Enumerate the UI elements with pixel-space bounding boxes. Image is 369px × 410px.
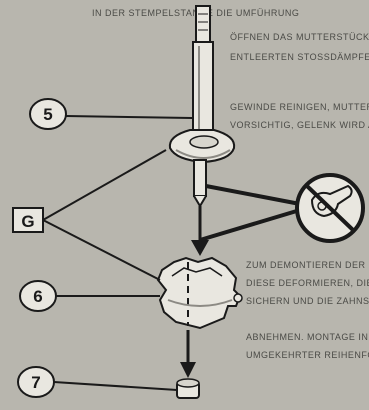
- bushing: [176, 378, 200, 399]
- bg-text-line: ENTLEERTEN STOSSDÄMPFER ABSCHRAUBEN: [230, 52, 369, 62]
- callout-6: 6: [19, 280, 160, 312]
- callout-5: 5: [29, 98, 193, 130]
- prohibition-leaders: [199, 184, 301, 242]
- callout-g-label: G: [21, 212, 34, 231]
- assembly-arrow-down: [191, 206, 209, 256]
- prohibited-tool-icon: [295, 173, 365, 243]
- assembly-arrow-down-lower: [180, 330, 196, 378]
- bg-text-line: ZUM DEMONTIEREN DER KOLBENSTANGE: [246, 260, 369, 270]
- bg-text-line: ÖFFNEN DAS MUTTERSTÜCK MIT DEM: [230, 32, 369, 42]
- bearing-collar: [168, 129, 236, 164]
- callout-g: G: [12, 149, 167, 281]
- piston-rod: [192, 5, 214, 135]
- bg-text-line: UMGEKEHRTER REIHENFOLGE.: [246, 350, 369, 360]
- bg-text-line: GEWINDE REINIGEN, MUTTER PRÜFEN,: [230, 102, 369, 112]
- callout-5-label: 5: [43, 105, 52, 124]
- bg-text-line: DIESE DEFORMIEREN, DIE MUTTER: [246, 278, 369, 288]
- absorber-nut: [156, 256, 243, 330]
- callout-6-label: 6: [33, 287, 42, 306]
- callout-7-label: 7: [31, 373, 40, 392]
- lower-rod: [193, 159, 207, 208]
- callout-7: 7: [17, 366, 178, 398]
- bg-text-line: SICHERN UND DIE ZAHNSTANGE: [246, 296, 369, 306]
- bg-text-line: VORSICHTIG, GELENK WIRD AN DER: [230, 120, 369, 130]
- bg-text-line: ABNEHMEN. MONTAGE IN: [246, 332, 368, 342]
